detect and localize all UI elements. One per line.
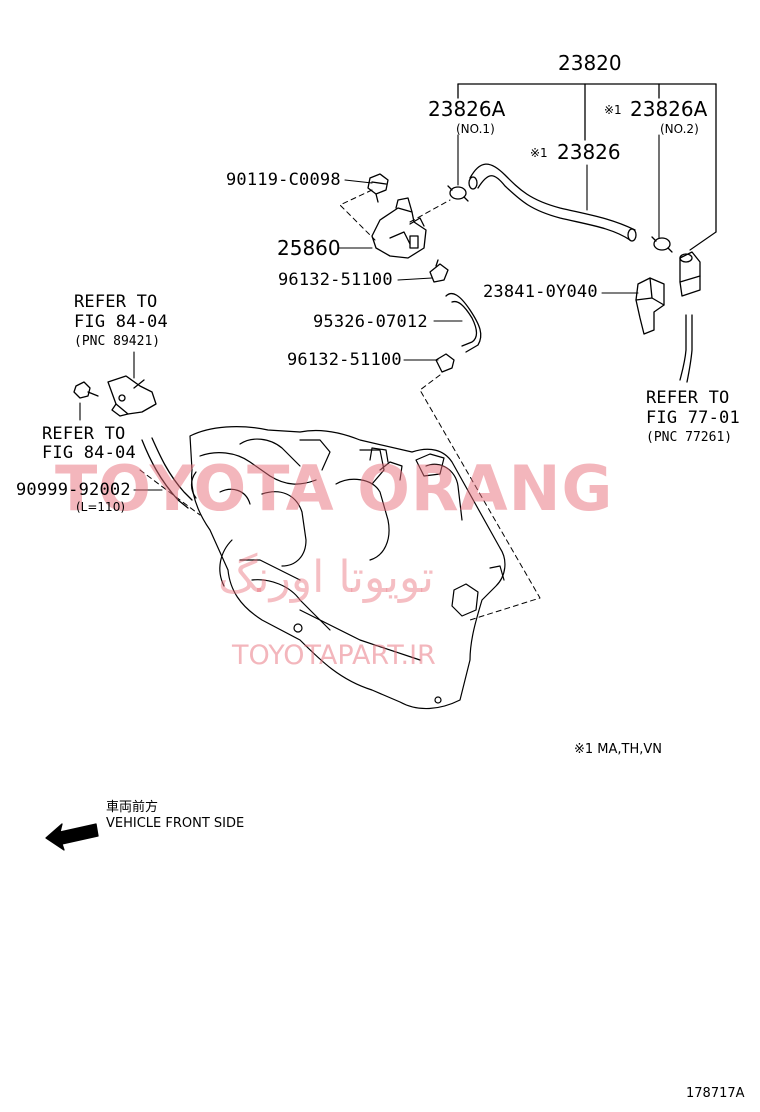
pipe-to-fig-77 <box>679 314 687 381</box>
label-vacuum-hose-length: (L=110) <box>76 500 126 514</box>
clip-upper <box>429 259 449 283</box>
assembly-bracket-lines <box>457 83 717 233</box>
refer-84-04-b-line1: REFER TO <box>42 424 126 444</box>
label-hose-main: 23826 <box>557 140 621 164</box>
refer-84-04-b-line2: FIG 84-04 <box>42 443 136 463</box>
front-direction-arrow <box>45 823 99 851</box>
refer-84-04-a-line2: FIG 84-04 <box>74 312 168 332</box>
refer-84-04-a-line3: (PNC 89421) <box>74 334 161 349</box>
direction-label-en: VEHICLE FRONT SIDE <box>106 816 245 831</box>
clamp-no1 <box>447 185 469 202</box>
label-vacuum-hose: 90999-92002 <box>16 480 131 500</box>
label-hose-no1: 23826A <box>428 97 506 121</box>
label-hose-no2-mark: ※1 <box>604 103 622 117</box>
refer-77-01-line2: FIG 77-01 <box>646 408 740 428</box>
bracket-23841 <box>635 277 665 335</box>
label-short-hose: 95326-07012 <box>313 312 428 332</box>
vsv-25860 <box>371 197 427 259</box>
label-clip-lower: 96132-51100 <box>287 350 402 370</box>
dashed-guides <box>139 189 541 621</box>
label-bolt-90119: 90119-C0098 <box>226 170 341 190</box>
figure-id: 178717A <box>686 1086 745 1101</box>
leader-lines <box>79 134 717 491</box>
label-clip-upper: 96132-51100 <box>278 270 393 290</box>
label-assembly-23820: 23820 <box>558 51 622 75</box>
watermark-url: TOYOTAPART.IR <box>232 640 436 671</box>
intake-manifold <box>189 426 506 710</box>
refer-77-01-line3: (PNC 77261) <box>646 430 733 445</box>
footnote-applicability: ※1 MA,TH,VN <box>574 742 663 757</box>
label-vsv-25860: 25860 <box>277 236 341 260</box>
clamp-no2 <box>651 236 673 253</box>
elbow-connector <box>679 251 701 297</box>
label-bracket-23841: 23841-0Y040 <box>483 282 598 302</box>
clip-lower <box>435 353 455 373</box>
short-hose <box>445 292 482 353</box>
refer-84-04-a-line1: REFER TO <box>74 292 158 312</box>
label-hose-no2-sub: (NO.2) <box>660 122 699 136</box>
watermark-main: TOYOTA ORANG <box>55 452 614 525</box>
watermark-persian: تویوتا اورنگ <box>218 552 434 603</box>
direction-label-jp: 車両前方 <box>106 800 159 815</box>
label-hose-main-mark: ※1 <box>530 146 548 160</box>
bolt-90119 <box>367 173 389 203</box>
label-hose-no2: 23826A <box>630 97 708 121</box>
vacuum-hose <box>141 439 189 509</box>
left-sensor-bracket <box>107 375 157 417</box>
breather-hose <box>469 163 636 231</box>
refer-77-01-line1: REFER TO <box>646 388 730 408</box>
left-bolt <box>73 381 99 399</box>
label-hose-no1-sub: (NO.1) <box>456 122 495 136</box>
